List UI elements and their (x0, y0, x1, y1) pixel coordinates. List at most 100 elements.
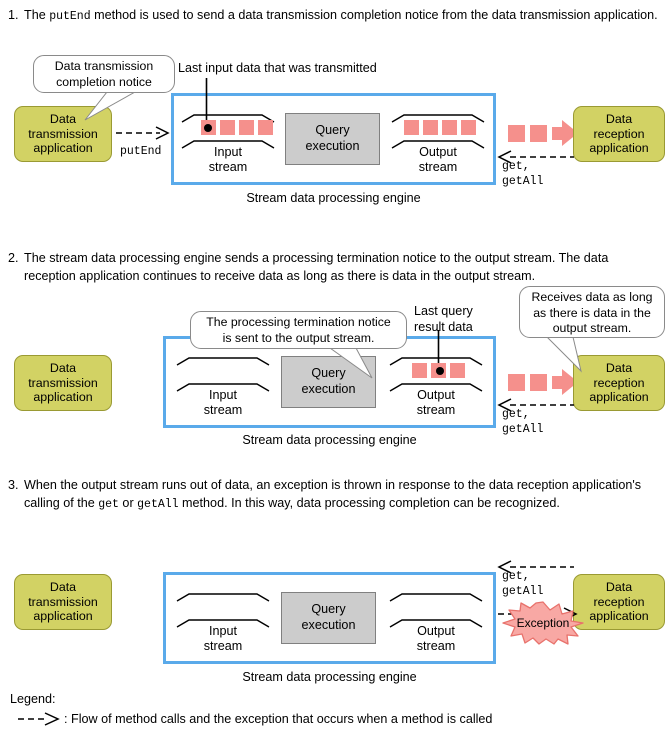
get-label-1-line1: get, (502, 160, 530, 173)
query-execution-box-1: Query execution (285, 113, 380, 165)
flow-chunk (530, 373, 547, 391)
input-stream-2-label-line1: Input (208, 388, 237, 402)
data-cell (258, 120, 273, 135)
query-execution-1-line1: Query (315, 123, 350, 138)
output-stream-3-pipe (389, 593, 483, 628)
step-2-number: 2. (8, 251, 19, 265)
reception-app-3-line1: Data (605, 579, 633, 594)
output-stream-2: Output stream (389, 357, 483, 420)
output-stream-2-label-line1: Output (417, 388, 455, 402)
step-3-text-c: method. In this way, data processing com… (178, 496, 560, 511)
data-transmission-application-3: Data transmission application (14, 574, 112, 630)
callout-termination-tail (328, 345, 373, 379)
input-stream-2-label-line2: stream (203, 403, 243, 418)
reception-app-2-line3: application (589, 390, 649, 405)
callout-receives-line2: as there is data in the (533, 305, 651, 320)
query-execution-3-line1: Query (311, 602, 346, 617)
output-stream-2-cells (412, 363, 465, 378)
callout-completion-tail (84, 89, 137, 121)
data-reception-application-2: Data reception application (573, 355, 665, 411)
query-execution-box-3: Query execution (281, 592, 376, 644)
transmission-app-3-line1: Data (49, 579, 77, 594)
data-cell (412, 363, 427, 378)
annotation-last-input-data: Last input data that was transmitted (178, 61, 377, 75)
input-stream-1-label-line2: stream (208, 160, 248, 175)
input-stream-3: Input stream (176, 593, 270, 656)
transmission-app-2-line3: application (33, 390, 93, 405)
engine-label-2: Stream data processing engine (242, 433, 417, 447)
transmission-app-3-line2: transmission (28, 594, 98, 609)
query-execution-1-line2: execution (305, 139, 360, 153)
last-input-data-marker-dot (204, 124, 212, 132)
query-execution-3-line2: execution (301, 618, 356, 632)
step-3-number: 3. (8, 478, 19, 492)
flow-chunk (530, 124, 547, 142)
step-3-text-a: When the output stream runs out of data,… (24, 478, 642, 511)
data-reception-application-1: Data reception application (573, 106, 665, 162)
data-transmission-application-1: Data transmission application (14, 106, 112, 162)
reception-app-2-line2: reception (593, 375, 645, 390)
step-1-method-putend: putEnd (49, 10, 91, 23)
dashed-arrow-get-2 (497, 398, 574, 412)
data-cell (442, 120, 457, 135)
callout-completion-line2: completion notice (56, 74, 152, 89)
data-cell (220, 120, 235, 135)
step-3-text: When the output stream runs out of data,… (8, 476, 663, 514)
transmission-app-2-line1: Data (49, 360, 77, 375)
get-label-2-line1: get, (502, 408, 530, 421)
annotation-last-query-line1: Last query (414, 304, 473, 318)
step-1-text: The putEnd method is used to send a data… (8, 6, 663, 26)
reception-app-3-line2: reception (593, 594, 645, 609)
query-execution-2-line1: Query (311, 366, 346, 381)
data-flow-arrow-1 (508, 120, 578, 146)
input-stream-2: Input stream (176, 357, 270, 420)
flow-chunk (508, 373, 525, 391)
output-stream-2-label: Output stream (390, 388, 482, 419)
input-stream-1-label: Input stream (182, 145, 274, 176)
input-stream-1: Input stream (181, 114, 275, 177)
callout-receives-data: Receives data as long as there is data i… (519, 286, 665, 338)
output-stream-1-label-line2: stream (418, 160, 458, 175)
dashed-arrow-get-3 (497, 560, 574, 574)
step-2-text: The stream data processing engine sends … (24, 251, 609, 284)
transmission-app-2-line2: transmission (28, 375, 98, 390)
engine-box-2 (163, 336, 496, 428)
data-cell (239, 120, 254, 135)
callout-termination-notice: The processing termination notice is sen… (190, 311, 407, 349)
exception-starburst: Exception (501, 601, 585, 645)
callout-completion-line1: Data transmission (54, 59, 154, 73)
output-stream-2-pipe (389, 357, 483, 392)
reception-app-1-line2: reception (593, 126, 645, 141)
output-stream-2-label-line2: stream (416, 403, 456, 418)
input-stream-3-pipe (176, 593, 270, 628)
input-stream-1-pipe (181, 114, 275, 149)
step-3-paragraph: 3. When the output stream runs out of da… (8, 476, 663, 514)
reception-app-2-line1: Data (605, 360, 633, 375)
output-stream-1: Output stream (391, 114, 485, 177)
reception-app-3-line3: application (589, 609, 649, 624)
transmission-app-1-line3: application (33, 141, 93, 156)
annotation-last-query-line2: result data (414, 319, 473, 334)
input-stream-3-label: Input stream (177, 624, 269, 655)
dashed-arrow-get-1 (497, 150, 574, 164)
get-method-label-2: get, getAll (502, 408, 543, 438)
step-3-method-getall: getAll (137, 498, 179, 512)
output-stream-3-label-line2: stream (416, 639, 456, 654)
last-query-result-marker-dot (436, 367, 444, 375)
exception-label: Exception (516, 616, 570, 630)
marker-line-input-1 (205, 78, 208, 128)
step-1-text-a: The (24, 8, 50, 22)
legend-title: Legend: (10, 692, 56, 706)
callout-receives-tail (545, 334, 582, 373)
output-stream-3-label: Output stream (390, 624, 482, 655)
get-label-2-line2: getAll (502, 422, 544, 436)
callout-receives-line1: Receives data as long (531, 290, 653, 304)
data-cell (450, 363, 465, 378)
output-stream-1-pipe (391, 114, 485, 149)
data-reception-application-3: Data reception application (573, 574, 665, 630)
putend-method-label-1: putEnd (120, 145, 162, 158)
transmission-app-1-line2: transmission (28, 126, 98, 141)
input-stream-3-label-line2: stream (203, 639, 243, 654)
step-3-method-get: get (98, 498, 119, 512)
step-2-paragraph: 2. The stream data processing engine sen… (8, 249, 663, 286)
